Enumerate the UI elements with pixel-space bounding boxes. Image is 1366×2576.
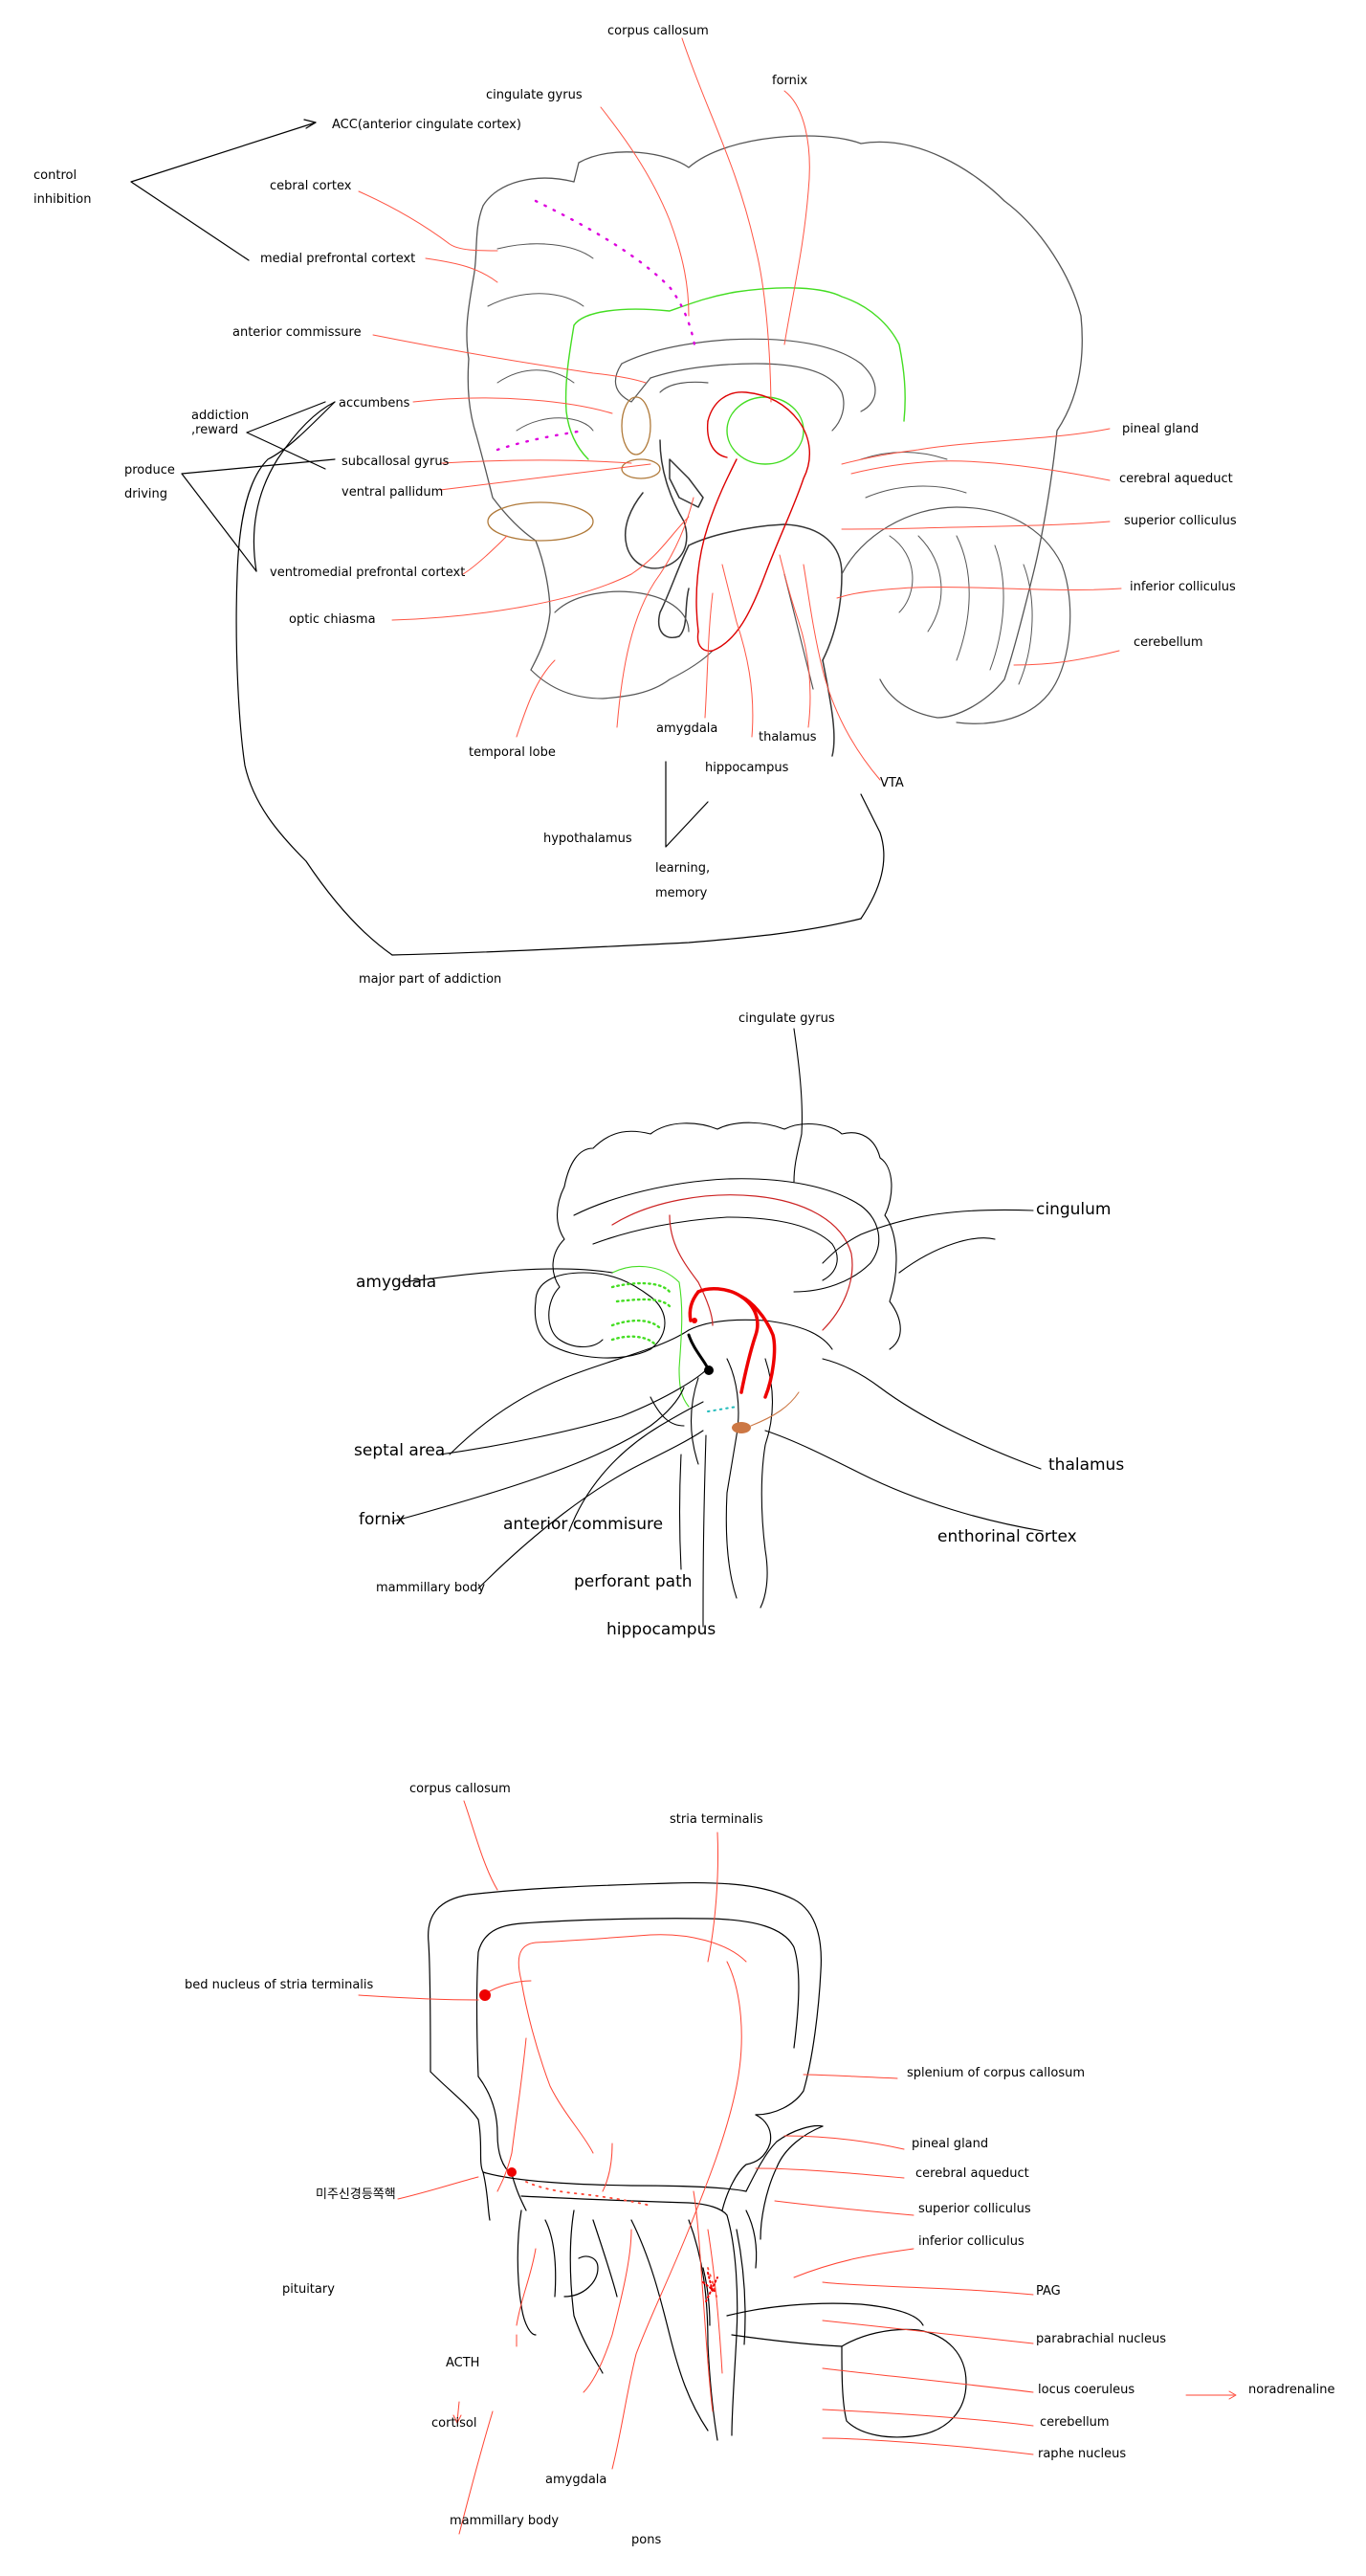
- d1-acc-label: ACC(anterior cingulate cortex): [332, 118, 521, 132]
- d2-amygdala-label: amygdala: [356, 1273, 437, 1292]
- d1-cebral-cortex-label: cebral cortex: [270, 179, 352, 193]
- d2-leader-lines: [391, 1028, 1044, 1628]
- d3-acth-label: ACTH: [446, 2356, 480, 2370]
- d2-thalamus-label: thalamus: [1048, 1455, 1125, 1475]
- d3-mammillary-body-label: mammillary body: [450, 2514, 560, 2528]
- d3-cortisol-label: cortisol: [431, 2416, 477, 2431]
- d3-cerebellum-label: cerebellum: [1040, 2415, 1110, 2430]
- d1-cingulate-gyrus-label: cingulate gyrus: [486, 88, 583, 102]
- d3-pag-label: PAG: [1036, 2284, 1061, 2298]
- d1-corpus-callosum-label: corpus callosum: [607, 24, 709, 38]
- d3-pineal-gland-label: pineal gland: [912, 2137, 989, 2151]
- d3-parabrachial-label: parabrachial nucleus: [1036, 2332, 1167, 2346]
- d1-leader-lines: [358, 37, 1122, 781]
- d3-locus-coeruleus-label: locus coeruleus: [1038, 2383, 1135, 2397]
- d2-septal-area-label: septal area: [354, 1441, 446, 1460]
- d2-anterior-commisure-label: anterior commisure: [503, 1515, 664, 1534]
- d3-splenium-label: splenium of corpus callosum: [907, 2066, 1085, 2080]
- d1-superior-colliculus-label: superior colliculus: [1124, 514, 1237, 528]
- d1-ventromedial-label: ventromedial prefrontal cortext: [270, 566, 466, 580]
- d3-superior-colliculus-label: superior colliculus: [918, 2202, 1031, 2216]
- d1-vta-label: VTA: [880, 776, 904, 790]
- d1-brain-drawing: [466, 135, 1083, 757]
- d3-leader-lines: [358, 1800, 1237, 2535]
- d1-cerebellum-label: cerebellum: [1134, 635, 1203, 650]
- d1-hippocampus-label: hippocampus: [705, 761, 789, 775]
- d1-inhibition-label: inhibition: [33, 192, 92, 207]
- d1-control-label: control: [33, 168, 77, 183]
- d1-hypothalamus-label: hypothalamus: [543, 832, 632, 846]
- d1-pineal-gland-label: pineal gland: [1122, 422, 1200, 436]
- d1-driving-label: driving: [124, 487, 168, 501]
- d3-cerebral-aqueduct-label: cerebral aqueduct: [915, 2166, 1029, 2181]
- d3-bed-nucleus-label: bed nucleus of stria terminalis: [185, 1978, 374, 1992]
- d1-thalamus-label: thalamus: [759, 730, 817, 744]
- d3-pituitary-label: pituitary: [282, 2282, 335, 2297]
- d2-hippocampus-label: hippocampus: [606, 1620, 716, 1639]
- d3-corpus-callosum-label: corpus callosum: [409, 1782, 511, 1796]
- d1-black-lines: [130, 119, 885, 956]
- d3-inferior-colliculus-label: inferior colliculus: [918, 2234, 1024, 2249]
- d2-cingulate-gyrus-label: cingulate gyrus: [738, 1011, 835, 1026]
- d3-brain-drawing: [428, 1881, 967, 2470]
- d3-noradrenaline-label: noradrenaline: [1248, 2383, 1335, 2397]
- d1-subcallosal-label: subcallosal gyrus: [342, 455, 450, 469]
- d1-reward-label: ,reward: [191, 423, 239, 437]
- d1-anterior-commissure-label: anterior commissure: [232, 325, 362, 340]
- d1-amygdala-label: amygdala: [656, 722, 718, 736]
- d2-brain-drawing: [449, 1121, 996, 1609]
- d1-inferior-colliculus-label: inferior colliculus: [1130, 580, 1236, 594]
- d1-learning-label: learning,: [655, 861, 711, 876]
- d2-fornix-label: fornix: [359, 1510, 406, 1529]
- d3-pons-label: pons: [631, 2533, 662, 2547]
- d1-temporal-lobe-label: temporal lobe: [469, 745, 556, 760]
- d3-amygdala-label: amygdala: [545, 2473, 607, 2487]
- d2-perforant-path-label: perforant path: [574, 1572, 693, 1591]
- d1-addiction-label: addiction: [191, 409, 250, 423]
- d3-raphe-label: raphe nucleus: [1038, 2447, 1127, 2461]
- d1-ventral-pallidum-label: ventral pallidum: [342, 485, 444, 500]
- d1-optic-chiasma-label: optic chiasma: [289, 612, 376, 627]
- d1-fornix-label: fornix: [772, 74, 808, 88]
- d2-cingulum-label: cingulum: [1036, 1200, 1112, 1219]
- d2-mammillary-body-label: mammillary body: [376, 1581, 486, 1595]
- d1-produce-label: produce: [124, 463, 175, 477]
- d3-korean-label: 미주신경등쪽핵: [316, 2187, 396, 2202]
- d2-enthorinal-cortex-label: enthorinal cortex: [937, 1527, 1077, 1546]
- d1-medial-prefrontal-label: medial prefrontal cortext: [260, 252, 416, 266]
- d1-memory-label: memory: [655, 886, 708, 900]
- d1-cerebral-aqueduct-label: cerebral aqueduct: [1119, 472, 1233, 486]
- d1-accumbens-label: accumbens: [339, 396, 410, 411]
- d1-major-part-label: major part of addiction: [359, 972, 502, 987]
- d3-stria-terminalis-label: stria terminalis: [670, 1812, 763, 1827]
